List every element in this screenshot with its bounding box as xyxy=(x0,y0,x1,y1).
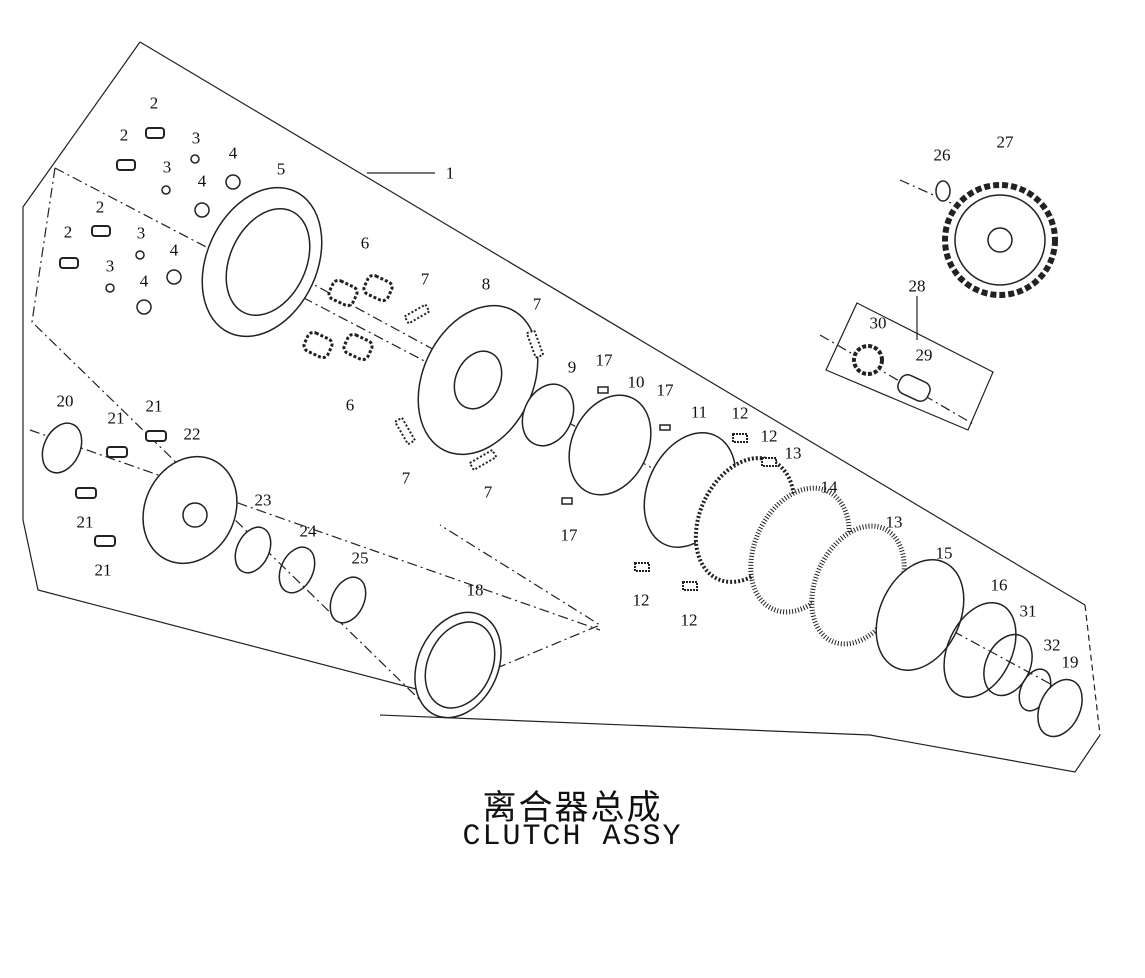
callout-3: 3 xyxy=(162,157,172,177)
part-9-hub xyxy=(521,383,575,447)
callout-3: 3 xyxy=(105,256,115,276)
callout-4: 4 xyxy=(139,271,149,291)
part-29-bushing xyxy=(897,374,931,402)
callout-2: 2 xyxy=(95,197,105,217)
callout-3: 3 xyxy=(136,223,146,243)
callout-21: 21 xyxy=(76,512,94,532)
part-24-washer xyxy=(278,546,316,594)
callout-12: 12 xyxy=(680,610,698,630)
part-15-plate xyxy=(875,559,965,671)
part-6-spring xyxy=(342,332,374,362)
callout-12: 12 xyxy=(731,403,749,423)
callout-4: 4 xyxy=(169,240,179,260)
callout-20: 20 xyxy=(56,391,74,411)
callout-2: 2 xyxy=(119,125,129,145)
part-30-pinion xyxy=(852,344,884,376)
part-7-spring xyxy=(525,329,545,359)
callout-12: 12 xyxy=(632,590,650,610)
callout-6: 6 xyxy=(360,233,370,253)
callout-21: 21 xyxy=(94,560,112,580)
part-6-spring xyxy=(327,278,359,308)
callout-21: 21 xyxy=(107,408,125,428)
callout-17: 17 xyxy=(656,380,674,400)
callout-30: 30 xyxy=(869,313,887,333)
callout-5: 5 xyxy=(276,159,286,179)
callout-7: 7 xyxy=(532,294,542,314)
callout-4: 4 xyxy=(228,143,238,163)
part-21-bolt xyxy=(145,430,167,442)
callout-13: 13 xyxy=(885,512,903,532)
part-25-lockwasher xyxy=(329,576,367,624)
callout-25: 25 xyxy=(351,548,369,568)
callout-10: 10 xyxy=(627,372,645,392)
callout-3: 3 xyxy=(191,128,201,148)
callout-6: 6 xyxy=(345,395,355,415)
callout-21: 21 xyxy=(145,396,163,416)
part-10-drum xyxy=(568,394,652,496)
part-21-bolt xyxy=(94,535,116,547)
part-2-bolt xyxy=(91,225,111,237)
callout-13: 13 xyxy=(784,443,802,463)
part-19-bearing xyxy=(1037,678,1083,738)
callout-7: 7 xyxy=(483,482,493,502)
callout-2: 2 xyxy=(149,93,159,113)
part-16-circlip xyxy=(943,601,1017,699)
callout-11: 11 xyxy=(690,402,708,422)
part-23-nut xyxy=(234,526,272,574)
part-12-spring xyxy=(761,457,777,467)
part-26-clip xyxy=(935,180,951,202)
callout-24: 24 xyxy=(299,521,317,541)
callout-32: 32 xyxy=(1043,635,1061,655)
callout-19: 19 xyxy=(1061,652,1079,672)
callout-4: 4 xyxy=(197,171,207,191)
callout-15: 15 xyxy=(935,543,953,563)
part-2-bolt xyxy=(59,257,79,269)
part-21-bolt xyxy=(106,446,128,458)
callout-29: 29 xyxy=(915,345,933,365)
callout-8: 8 xyxy=(481,274,491,294)
callout-12: 12 xyxy=(760,426,778,446)
part-2-bolt xyxy=(145,127,165,139)
callout-2: 2 xyxy=(63,222,73,242)
part-12-spring xyxy=(634,562,650,572)
callout-17: 17 xyxy=(560,525,578,545)
diagram-title-chinese: 离合器总成 xyxy=(482,788,663,828)
callout-14: 14 xyxy=(820,477,838,497)
part-12-spring xyxy=(732,433,748,443)
part-31-washer xyxy=(983,633,1033,697)
diagram-title-english: CLUTCH ASSY xyxy=(462,820,683,854)
part-6-spring xyxy=(362,273,394,303)
part-20-bearing xyxy=(41,422,83,474)
part-7-spring xyxy=(393,416,417,446)
callout-18: 18 xyxy=(466,580,484,600)
callout-1: 1 xyxy=(445,163,455,183)
callout-31: 31 xyxy=(1019,601,1037,621)
callout-9: 9 xyxy=(567,357,577,377)
callout-28: 28 xyxy=(908,276,926,296)
part-6-spring xyxy=(302,330,334,360)
callout-7: 7 xyxy=(401,468,411,488)
part-2-bolt xyxy=(116,159,136,171)
callout-27: 27 xyxy=(996,132,1014,152)
callout-22: 22 xyxy=(183,424,201,444)
assembly-boundary xyxy=(22,41,421,691)
part-7-spring xyxy=(468,448,498,472)
callout-26: 26 xyxy=(933,145,951,165)
part-7-spring xyxy=(403,303,431,325)
callout-7: 7 xyxy=(420,269,430,289)
callout-17: 17 xyxy=(595,350,613,370)
callout-16: 16 xyxy=(990,575,1008,595)
part-12-spring xyxy=(682,581,698,591)
callout-23: 23 xyxy=(254,490,272,510)
part-21-bolt xyxy=(75,487,97,499)
